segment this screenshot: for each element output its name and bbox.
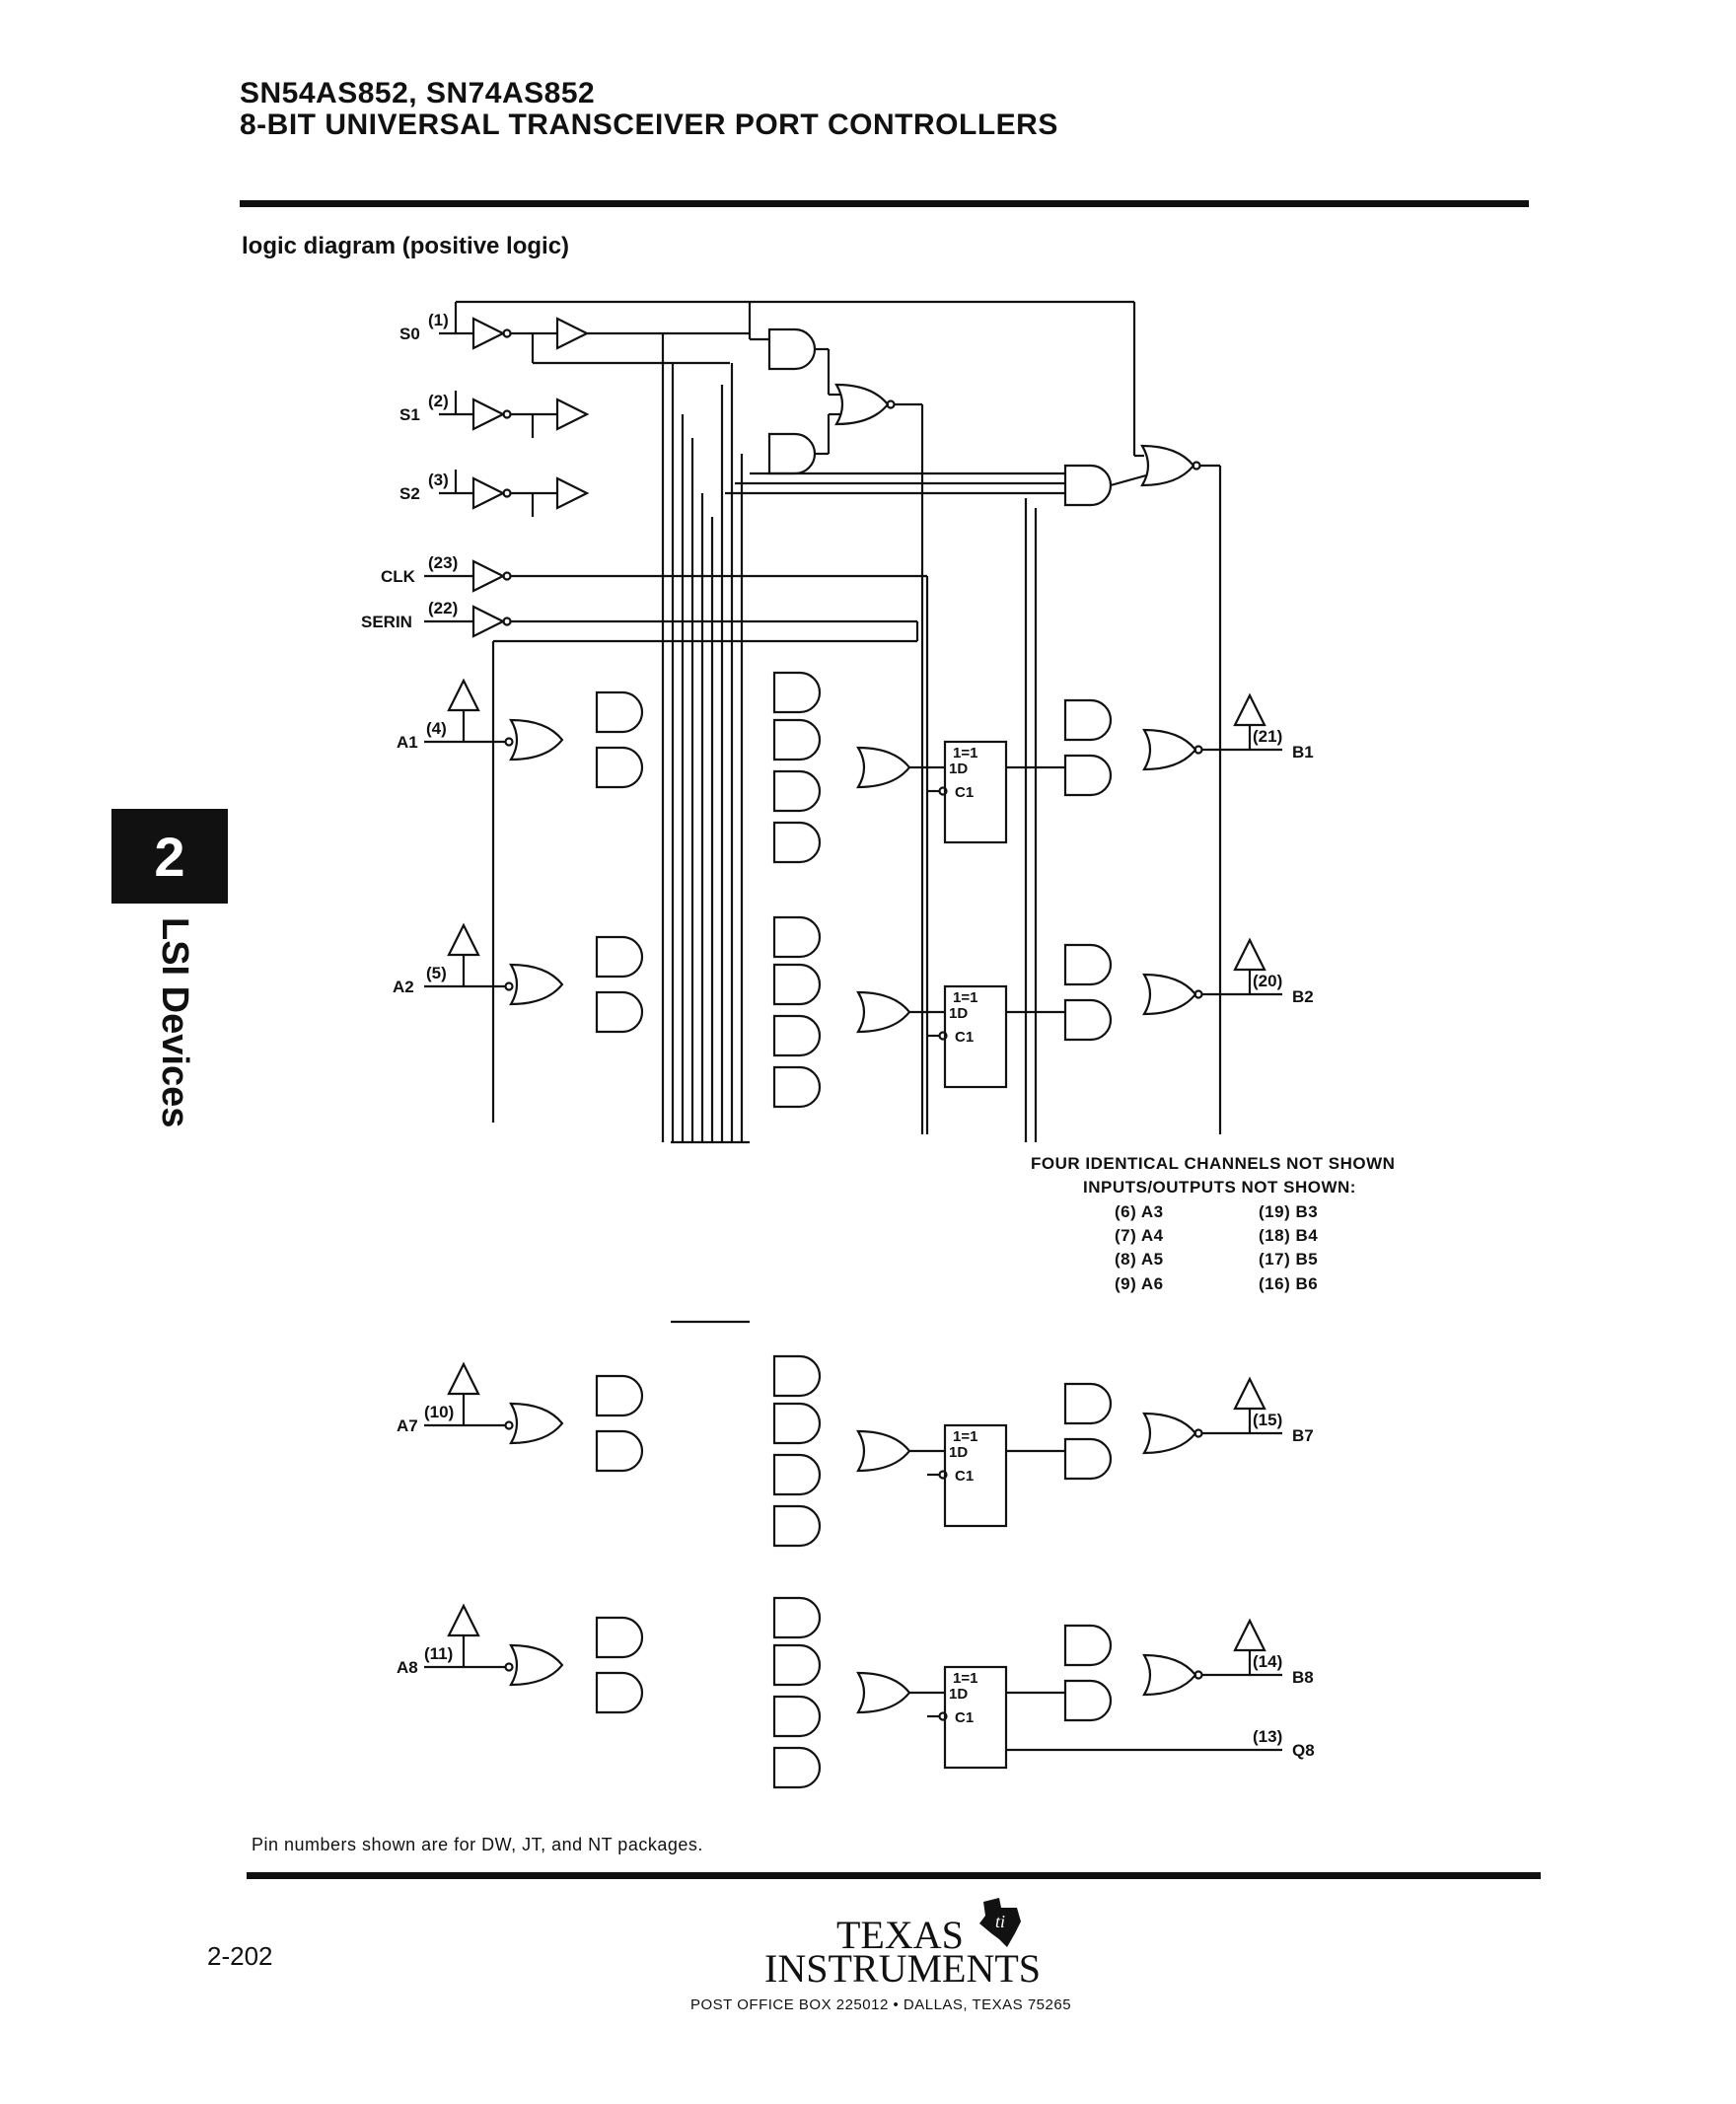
serin-label: SERIN	[361, 613, 412, 631]
s1-label: S1	[399, 405, 420, 424]
channel-a1-b1	[424, 671, 1282, 864]
not-shown-a4: (7) A4	[1115, 1226, 1164, 1245]
s2-pin: (3)	[428, 471, 449, 489]
ff8-d: 1D	[949, 1686, 968, 1703]
ti-logo-icon: ti	[979, 1898, 1021, 1947]
footer-rule	[247, 1872, 1541, 1879]
b1-label: B1	[1292, 743, 1314, 762]
channel-a8-b8	[424, 1598, 1282, 1787]
s0-pin: (1)	[428, 311, 449, 329]
ff2-c: C1	[955, 1029, 974, 1046]
ff2-d: 1D	[949, 1005, 968, 1022]
a8-pin: (11)	[424, 1644, 453, 1663]
control-inputs	[424, 300, 1222, 1142]
b2-label: B2	[1292, 987, 1314, 1006]
ff1-c: C1	[955, 784, 974, 801]
package-note: Pin numbers shown are for DW, JT, and NT…	[252, 1835, 703, 1854]
document-title: 8-BIT UNIVERSAL TRANSCEIVER PORT CONTROL…	[240, 109, 1058, 141]
not-shown-line1: FOUR IDENTICAL CHANNELS NOT SHOWN	[1031, 1154, 1396, 1173]
a7-label: A7	[397, 1416, 418, 1435]
logo-line2: INSTRUMENTS	[764, 1946, 1042, 1991]
part-number: SN54AS852, SN74AS852	[240, 77, 596, 109]
svg-text:ti: ti	[995, 1912, 1005, 1931]
chapter-tab: 2	[111, 809, 228, 904]
s1-pin: (2)	[428, 392, 449, 410]
a7-pin: (10)	[424, 1403, 454, 1421]
b2-pin: (20)	[1253, 972, 1282, 990]
a1-label: A1	[397, 733, 418, 752]
section-title: logic diagram (positive logic)	[242, 233, 570, 259]
ff7-top: 1=1	[953, 1428, 977, 1445]
q8-pin: (13)	[1253, 1727, 1282, 1746]
b7-label: B7	[1292, 1426, 1314, 1445]
a8-label: A8	[397, 1658, 418, 1677]
logic-diagram: S0 (1) S1 (2) S2 (3) CLK (23) SERIN (22)…	[361, 300, 1315, 1835]
a2-label: A2	[393, 978, 414, 996]
s0-label: S0	[399, 325, 420, 343]
clk-label: CLK	[381, 567, 416, 586]
mailing-address: POST OFFICE BOX 225012 • DALLAS, TEXAS 7…	[690, 1996, 1072, 2013]
not-shown-line2: INPUTS/OUTPUTS NOT SHOWN:	[1083, 1178, 1356, 1197]
ff2-top: 1=1	[953, 989, 977, 1006]
a2-pin: (5)	[426, 964, 447, 982]
channel-a7-b7	[424, 1356, 1282, 1546]
ff1-top: 1=1	[953, 745, 977, 762]
not-shown-b6: (16) B6	[1259, 1274, 1319, 1293]
ff7-c: C1	[955, 1468, 974, 1485]
not-shown-b3: (19) B3	[1259, 1202, 1319, 1221]
not-shown-a5: (8) A5	[1115, 1250, 1164, 1269]
not-shown-a6: (9) A6	[1115, 1274, 1164, 1293]
page-number: 2-202	[207, 1941, 273, 1971]
ff8-top: 1=1	[953, 1670, 977, 1687]
s2-label: S2	[399, 484, 420, 503]
header-rule	[240, 200, 1529, 207]
q8-label: Q8	[1292, 1741, 1315, 1760]
b8-label: B8	[1292, 1668, 1314, 1687]
chapter-number: 2	[154, 825, 185, 888]
ff8-c: C1	[955, 1709, 974, 1726]
clk-pin: (23)	[428, 553, 458, 572]
serin-pin: (22)	[428, 599, 458, 617]
not-shown-a3: (6) A3	[1115, 1202, 1164, 1221]
b8-pin: (14)	[1253, 1652, 1282, 1671]
logo-line1: TEXAS	[836, 1913, 964, 1957]
ff7-d: 1D	[949, 1444, 968, 1461]
b1-pin: (21)	[1253, 727, 1282, 746]
b7-pin: (15)	[1253, 1411, 1282, 1429]
channel-a2-b2	[424, 917, 1282, 1107]
not-shown-b4: (18) B4	[1259, 1226, 1319, 1245]
a1-pin: (4)	[426, 719, 447, 738]
ff1-d: 1D	[949, 761, 968, 777]
not-shown-b5: (17) B5	[1259, 1250, 1319, 1269]
